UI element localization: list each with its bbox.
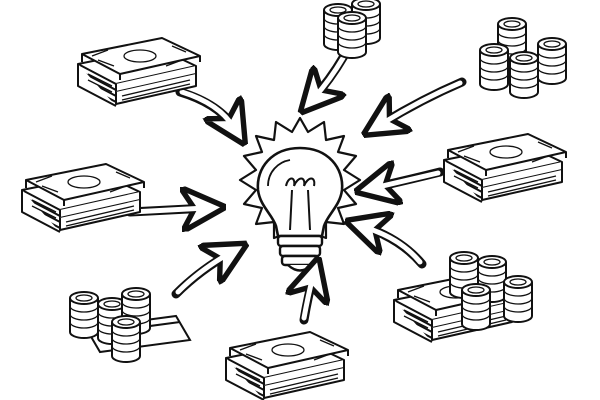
banknote-stack-icon: [21, 163, 145, 233]
bulb-filament: [285, 177, 316, 231]
banknote-stack-icon: [225, 331, 349, 400]
coin-stack-icon: [479, 17, 567, 99]
coin-stack-icon: [323, 0, 381, 59]
lightbulb-icon: [238, 116, 362, 272]
coin-and-banknote-icon: [393, 251, 533, 343]
coin-and-banknote-icon: [69, 287, 192, 363]
curved-arrow-icon: [175, 87, 236, 130]
bulb-highlight: [267, 159, 291, 187]
bulb-base: [276, 234, 324, 272]
banknote-stack-icon: [443, 133, 567, 203]
